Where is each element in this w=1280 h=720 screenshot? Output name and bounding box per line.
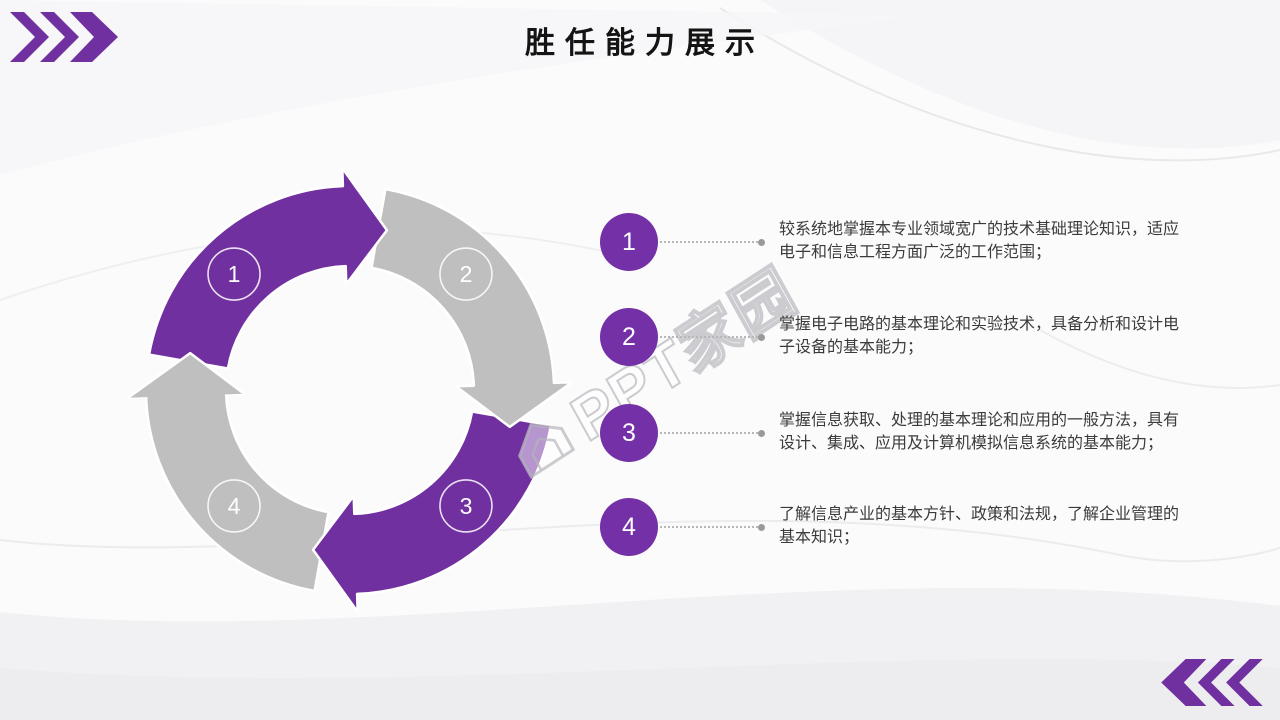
segment-badge-ring — [207, 247, 261, 301]
item-number-badge: 1 — [600, 213, 658, 271]
bottom-right-chevrons-decoration — [1161, 659, 1263, 706]
segment-badge-ring — [207, 479, 261, 533]
item-number-badge: 2 — [600, 308, 658, 366]
cycle-segment-4-arrowhead — [128, 353, 245, 398]
segment-badge-number: 2 — [460, 261, 473, 287]
segment-badge-number: 4 — [228, 493, 241, 519]
item-text: 掌握信息获取、处理的基本理论和应用的一般方法，具有设计、集成、应用及计算机模拟信… — [779, 412, 1180, 452]
segment-badge-ring — [439, 479, 493, 533]
page-title: 胜任能力展示 — [525, 27, 765, 60]
dotted-connector — [660, 333, 765, 341]
connector-end-dot — [758, 429, 765, 437]
cycle-segment-2 — [370, 187, 574, 429]
cycle-segment-4 — [126, 351, 330, 593]
list-item: 3 掌握信息获取、处理的基本理论和应用的一般方法，具有设计、集成、应用及计算机模… — [600, 404, 1183, 462]
dotted-connector — [660, 429, 765, 437]
segment-badge-ring — [439, 247, 493, 301]
item-number: 2 — [622, 322, 636, 351]
item-number-badge: 3 — [600, 404, 658, 462]
list-item: 2 掌握电子电路的基本理论和实验技术，具备分析和设计电子设备的基本能力； — [600, 308, 1183, 366]
item-text: 掌握电子电路的基本理论和实验技术，具备分析和设计电子设备的基本能力； — [779, 316, 1180, 356]
item-number: 1 — [622, 227, 636, 256]
segment-badge-number: 1 — [228, 261, 241, 287]
list-item: 4 了解信息产业的基本方针、政策和法规，了解企业管理的基本知识； — [600, 498, 1183, 556]
item-number-badge: 4 — [600, 498, 658, 556]
segment-badge-number: 3 — [460, 493, 473, 519]
connector-end-dot — [758, 523, 765, 531]
dotted-connector — [660, 238, 765, 246]
cycle-diagram: 1 2 3 4 — [126, 166, 574, 614]
item-number: 3 — [622, 418, 636, 447]
cycle-segment-3 — [311, 410, 553, 614]
dotted-connector — [660, 523, 765, 531]
cycle-segment-4-arrowhead-outline — [127, 351, 245, 399]
cycle-segment-1 — [147, 166, 389, 370]
connector-end-dot — [758, 238, 765, 246]
connector-end-dot — [758, 333, 765, 341]
item-text: 了解信息产业的基本方针、政策和法规，了解企业管理的基本知识； — [779, 506, 1180, 546]
list-item: 1 较系统地掌握本专业领域宽广的技术基础理论知识，适应电子和信息工程方面广泛的工… — [600, 213, 1183, 271]
top-left-chevrons-decoration — [10, 12, 118, 62]
item-text: 较系统地掌握本专业领域宽广的技术基础理论知识，适应电子和信息工程方面广泛的工作范… — [779, 221, 1180, 261]
item-number: 4 — [622, 512, 636, 541]
